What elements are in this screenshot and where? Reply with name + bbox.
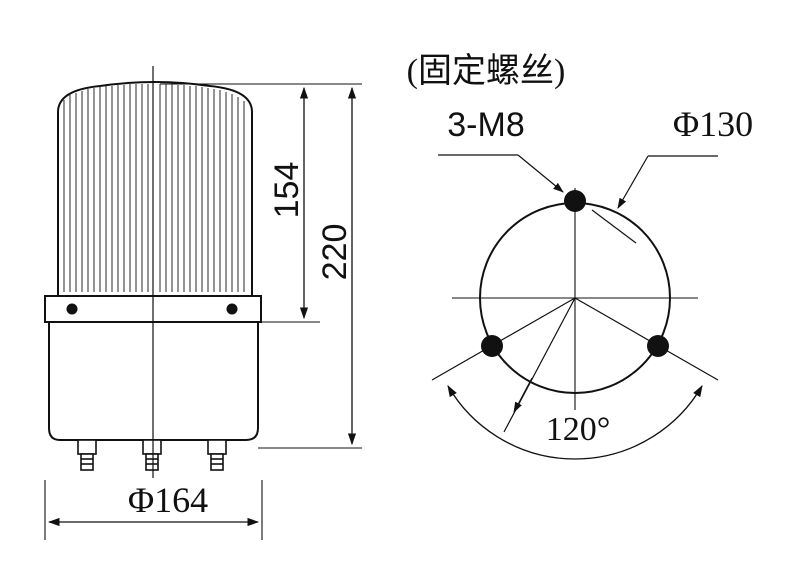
terminals (77, 439, 227, 471)
fixing-screw-note: (固定螺丝) (407, 52, 566, 90)
dome-lens (57, 81, 253, 296)
side-view: 154 220 Φ164 (44, 66, 362, 540)
mounting-hole-top (564, 190, 586, 212)
dim-220-label: 220 (316, 224, 354, 281)
collar-screw-right (226, 303, 238, 315)
diameter-130-leader (503, 155, 718, 433)
angle-arc (447, 384, 703, 460)
bolt-circle-diameter-label: Φ130 (673, 104, 753, 144)
dim-164-label: Φ164 (128, 480, 208, 520)
collar-screw-left (66, 303, 78, 315)
mounting-view: 120° Φ130 3-M8 (固定螺丝) (407, 52, 753, 460)
mounting-hole-left (481, 335, 503, 357)
hole-spec-label: 3-M8 (447, 106, 524, 144)
hole-spec-leader (438, 154, 564, 193)
mounting-hole-right (647, 335, 669, 357)
dim-154-label: 154 (268, 162, 306, 219)
angle-label: 120° (546, 411, 611, 448)
extension-lines (44, 83, 362, 540)
radial-lines (431, 297, 719, 381)
